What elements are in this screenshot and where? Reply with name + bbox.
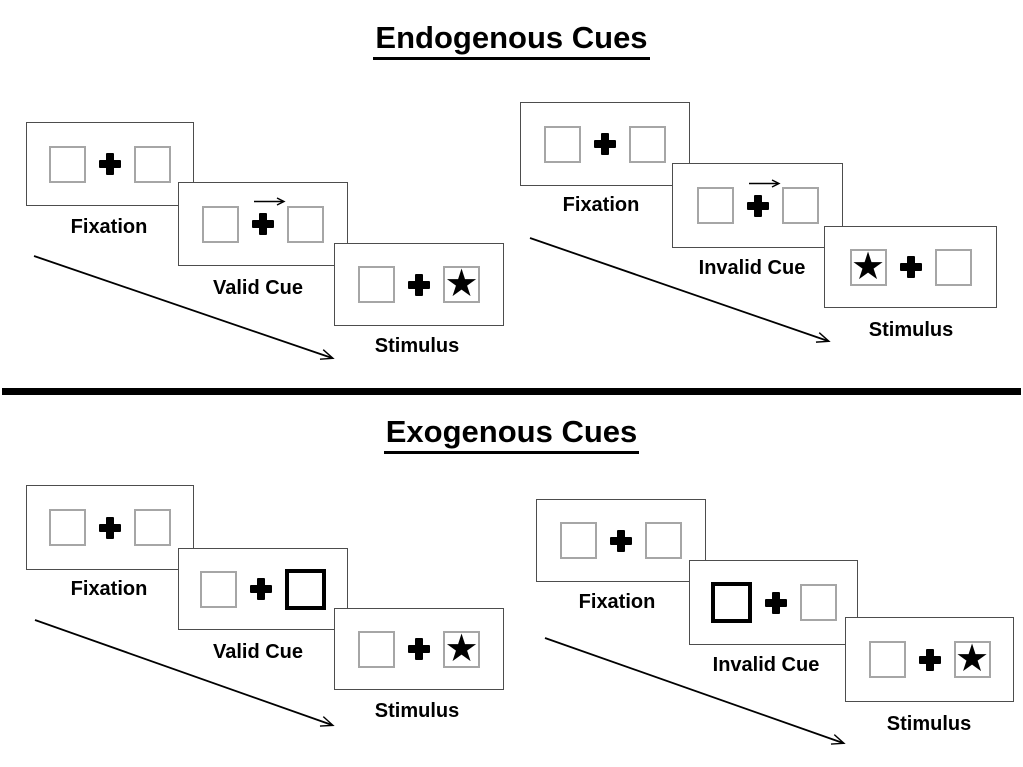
- left-placeholder-box: [560, 522, 597, 559]
- left-placeholder-box: [358, 630, 395, 668]
- star-stimulus-icon: ★: [444, 625, 479, 670]
- right-bold-cue-box: [285, 568, 326, 610]
- right-placeholder-box: [799, 584, 837, 621]
- left-placeholder-box: [868, 641, 906, 678]
- time-sequence-arrow: [34, 619, 335, 727]
- right-target-box: ★: [443, 261, 480, 305]
- fixation-cross-icon: [99, 153, 121, 175]
- fixation-cross-icon: [250, 578, 272, 600]
- right-placeholder-box: [287, 205, 324, 243]
- endogenous-valid-fixation-panel: [26, 122, 194, 206]
- star-stimulus-icon: ★: [850, 243, 886, 288]
- endogenous-invalid-stimulus-panel: ★: [824, 226, 997, 308]
- left-target-box: ★: [849, 243, 887, 288]
- right-placeholder-box: [134, 145, 171, 183]
- left-placeholder-box: [358, 266, 395, 303]
- fixation-cross-icon: [610, 529, 632, 552]
- exogenous-invalid-fixation-panel: [536, 499, 706, 582]
- left-bold-cue-box: [710, 582, 752, 623]
- time-sequence-arrow: [33, 255, 335, 360]
- fixation-cross-icon: [99, 516, 121, 539]
- star-stimulus-icon: ★: [444, 261, 479, 305]
- left-placeholder-box: [49, 509, 86, 546]
- left-placeholder-box: [202, 205, 239, 243]
- exogenous-valid-stimulus-panel: ★: [334, 608, 504, 690]
- panel-label-fixation: Fixation: [578, 591, 656, 613]
- star-stimulus-icon: ★: [954, 636, 990, 680]
- left-placeholder-box: [49, 145, 86, 183]
- right-target-box: ★: [443, 625, 480, 670]
- section-title-endogenous: Endogenous Cues: [0, 20, 1023, 60]
- right-placeholder-box: [934, 248, 972, 286]
- exogenous-invalid-cue-panel: [689, 560, 858, 645]
- panel-label-fixation: Fixation: [70, 578, 148, 600]
- fixation-cross-icon: [746, 178, 781, 217]
- right-arrow-cue-icon: [254, 197, 286, 206]
- time-sequence-arrow: [529, 237, 831, 343]
- exogenous-valid-cue-panel: [178, 548, 348, 630]
- panel-label-stimulus: Stimulus: [374, 335, 460, 357]
- left-placeholder-box: [696, 187, 734, 224]
- panel-label-stimulus: Stimulus: [374, 700, 460, 722]
- fixation-cross-icon: [764, 591, 787, 614]
- right-placeholder-box: [134, 509, 171, 546]
- fixation-cross-icon: [408, 638, 430, 660]
- section-title-exogenous: Exogenous Cues: [0, 414, 1023, 454]
- panel-label-valid-cue: Valid Cue: [212, 641, 304, 663]
- panel-label-invalid-cue: Invalid Cue: [712, 654, 820, 676]
- panel-label-fixation: Fixation: [70, 216, 148, 238]
- right-placeholder-box: [781, 187, 819, 224]
- panel-label-stimulus: Stimulus: [868, 319, 954, 341]
- exogenous-invalid-stimulus-panel: ★: [845, 617, 1014, 702]
- endogenous-valid-stimulus-panel: ★: [334, 243, 504, 326]
- left-placeholder-box: [200, 570, 237, 608]
- panel-label-fixation: Fixation: [562, 194, 640, 216]
- panel-label-invalid-cue: Invalid Cue: [698, 257, 806, 279]
- right-placeholder-box: [629, 125, 666, 163]
- time-sequence-arrow: [544, 637, 846, 745]
- panel-label-valid-cue: Valid Cue: [212, 277, 304, 299]
- endogenous-valid-cue-panel: [178, 182, 348, 266]
- fixation-cross-icon: [918, 648, 941, 671]
- fixation-cross-icon: [594, 133, 616, 155]
- right-target-box: ★: [953, 636, 991, 680]
- right-arrow-cue-icon: [748, 178, 781, 188]
- fixation-cross-icon: [408, 273, 430, 296]
- endogenous-invalid-fixation-panel: [520, 102, 690, 186]
- fixation-cross-icon: [252, 197, 286, 235]
- fixation-cross-icon: [899, 256, 922, 278]
- right-placeholder-box: [645, 522, 682, 559]
- left-placeholder-box: [544, 125, 581, 163]
- endogenous-invalid-cue-panel: [672, 163, 843, 248]
- panel-label-stimulus: Stimulus: [886, 713, 972, 735]
- section-divider-line: [2, 388, 1021, 395]
- exogenous-valid-fixation-panel: [26, 485, 194, 570]
